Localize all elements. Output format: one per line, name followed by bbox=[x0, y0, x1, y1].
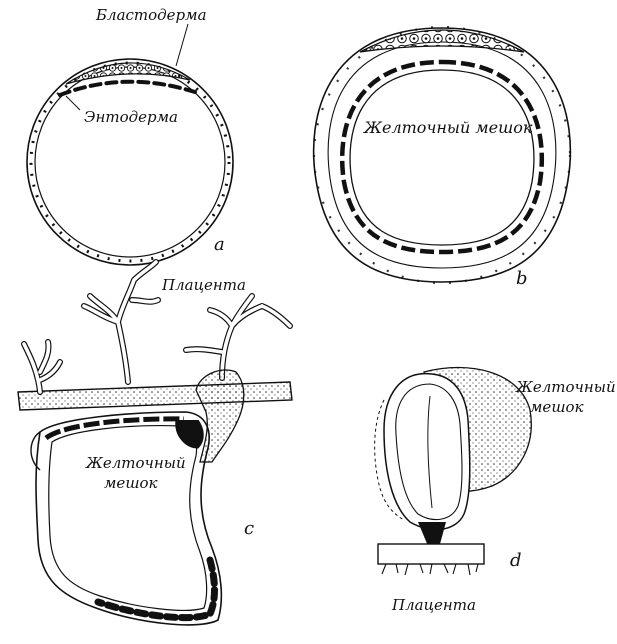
yolk-sac-d-label-line2: мешок bbox=[530, 398, 584, 416]
panel-d-drawing bbox=[374, 366, 532, 576]
panel-b-drawing bbox=[312, 25, 572, 285]
yolk-sac-b-label: Желточный мешок bbox=[364, 118, 533, 137]
yolk-sac-d-label-line1: Желточный bbox=[516, 378, 616, 396]
panel-a-drawing bbox=[26, 23, 234, 266]
panel-b-letter: b bbox=[516, 268, 528, 289]
yolk-sac-c-label-line2: мешок bbox=[104, 474, 158, 492]
yolk-sac-c-label-line1: Желточный bbox=[86, 454, 186, 472]
panel-a-letter: a bbox=[214, 234, 225, 255]
blastoderma-label: Бластодерма bbox=[96, 6, 207, 24]
placenta-bottom-label: Плацента bbox=[392, 596, 476, 614]
placenta-top-label: Плацента bbox=[162, 276, 246, 294]
panel-c-drawing bbox=[17, 259, 293, 626]
panel-c-letter: c bbox=[244, 518, 255, 539]
entoderma-label: Энтодерма bbox=[84, 108, 178, 126]
panel-d-letter: d bbox=[510, 550, 522, 571]
